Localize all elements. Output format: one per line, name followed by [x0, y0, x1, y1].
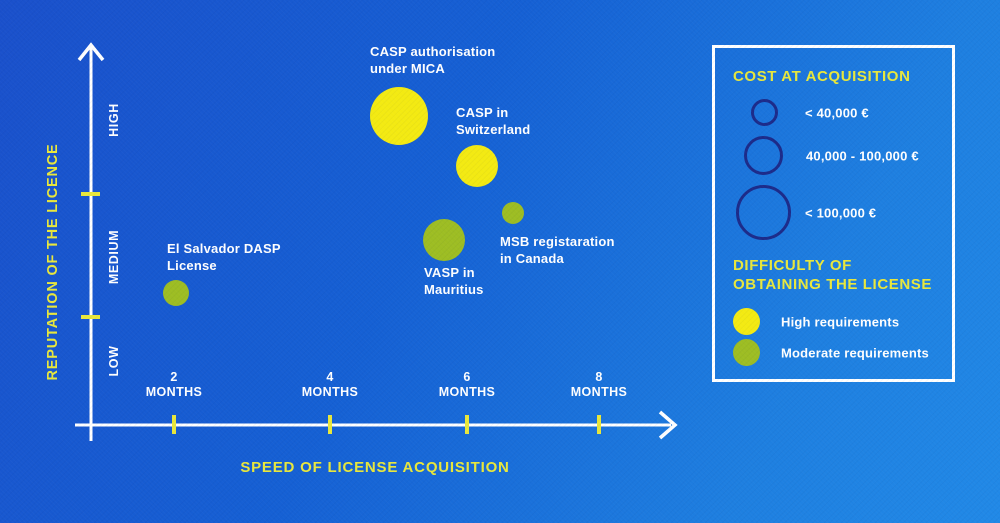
y-zone-label-low: LOW — [107, 345, 121, 377]
bubble-msb-canada — [502, 202, 524, 224]
difficulty-moderate-dot-icon — [733, 339, 760, 366]
difficulty-label-high: High requirements — [781, 314, 900, 330]
cost-label-large: < 100,000 € — [805, 205, 877, 221]
cost-label-small: < 40,000 € — [805, 105, 869, 121]
cost-label-medium: 40,000 - 100,000 € — [806, 148, 919, 164]
bubble-vasp-mauritius — [423, 219, 465, 261]
difficulty-label-moderate: Moderate requirements — [781, 345, 929, 361]
x-axis-arrow-icon — [658, 410, 678, 440]
legend-cost-title: COST AT ACQUISITION — [733, 68, 911, 85]
bubble-el-salvador-dasp — [163, 280, 189, 306]
y-zone-label-medium: MEDIUM — [107, 229, 121, 285]
difficulty-high-dot-icon — [733, 308, 760, 335]
y-tick-mark-1 — [81, 315, 100, 319]
y-zone-label-high: HIGH — [107, 103, 121, 137]
legend-difficulty-title-line2: OBTAINING THE LICENSE — [733, 276, 932, 293]
cost-circle-medium-icon — [744, 136, 783, 175]
cost-circle-large-icon — [736, 185, 791, 240]
y-axis-title: REPUTATION OF THE LICENCE — [45, 143, 61, 381]
legend-box: COST AT ACQUISITION < 40,000 € 40,000 - … — [712, 45, 955, 382]
bubble-casp-switzerland — [456, 145, 498, 187]
x-tick-mark-8-months — [597, 415, 601, 434]
y-axis-arrow-icon — [77, 42, 105, 62]
x-tick-mark-2-months — [172, 415, 176, 434]
legend-difficulty-title: DIFFICULTY OF OBTAINING THE LICENSE — [733, 256, 932, 294]
cost-circle-small-icon — [751, 99, 778, 126]
x-tick-mark-6-months — [465, 415, 469, 434]
x-tick-mark-4-months — [328, 415, 332, 434]
x-axis-title: SPEED OF LICENSE ACQUISITION — [240, 459, 510, 476]
bubble-casp-mica — [370, 87, 428, 145]
y-tick-mark-0 — [81, 192, 100, 196]
legend-difficulty-title-line1: DIFFICULTY OF — [733, 257, 852, 274]
